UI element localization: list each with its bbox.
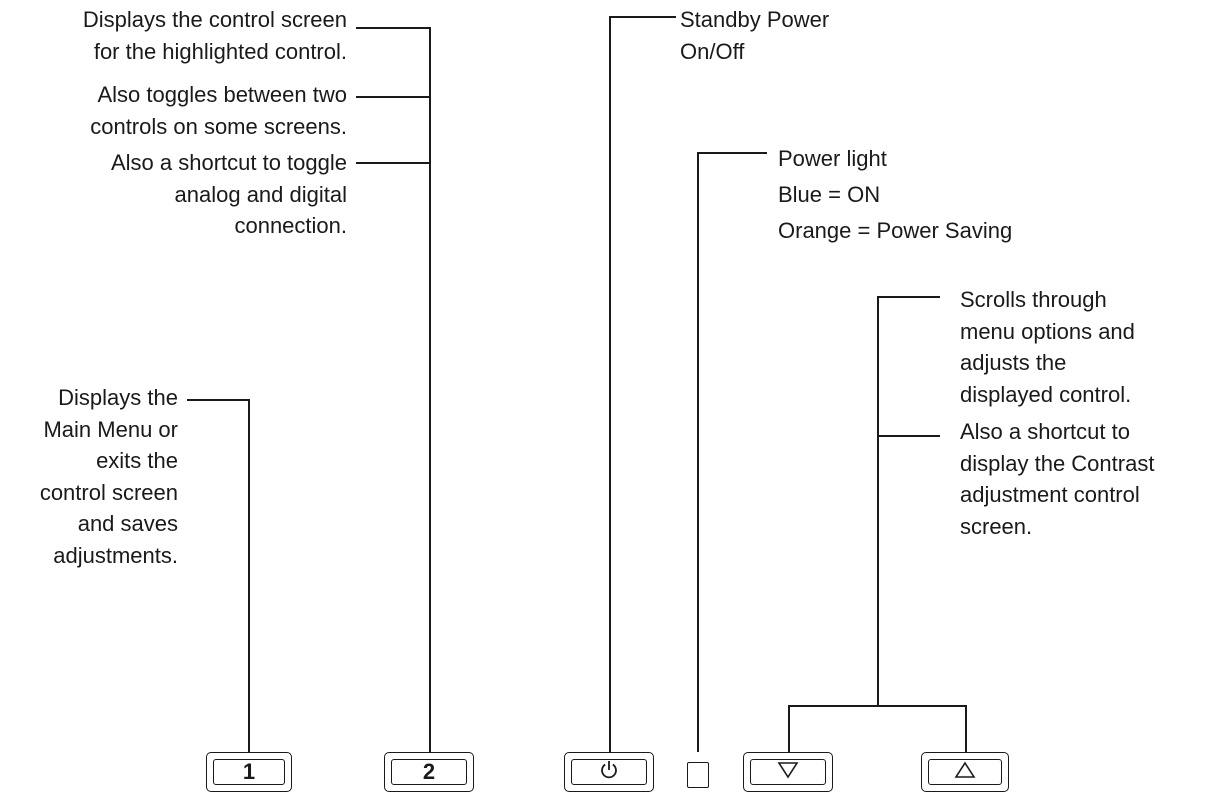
leader-line: [877, 296, 879, 706]
callout-toggle-controls: Also toggles between two controls on som…: [90, 82, 347, 139]
power-icon: [599, 759, 619, 786]
leader-line: [187, 399, 249, 401]
button-1-label: 1: [242, 759, 256, 784]
down-button[interactable]: [743, 752, 833, 792]
leader-line: [697, 152, 767, 154]
leader-line: [429, 27, 431, 752]
leader-line: [248, 399, 250, 752]
callout-scrolls: Scrolls through menu options and adjusts…: [960, 287, 1135, 407]
leader-line: [609, 16, 676, 18]
callout-main-menu: Displays the Main Menu or exits the cont…: [39, 385, 178, 568]
triangle-up-icon: [954, 761, 976, 784]
up-button[interactable]: [921, 752, 1009, 792]
leader-line: [877, 435, 940, 437]
callout-display-control: Displays the control screen for the high…: [82, 7, 347, 64]
triangle-down-icon: [777, 761, 799, 784]
leader-line: [788, 705, 790, 752]
leader-line: [609, 16, 611, 752]
callout-standby-power: Standby Power On/Off: [680, 7, 830, 64]
leader-line: [356, 27, 430, 29]
callout-toggle-connection: Also a shortcut to toggle analog and dig…: [110, 150, 347, 238]
leader-line: [356, 96, 430, 98]
leader-line: [877, 296, 940, 298]
leader-line: [965, 705, 967, 752]
callout-contrast: Also a shortcut to display the Contrast …: [960, 419, 1155, 539]
leader-line: [788, 705, 966, 707]
callout-power-light: Power light Blue = ON Orange = Power Sav…: [778, 146, 1013, 243]
button-1[interactable]: 1: [206, 752, 292, 792]
leader-line: [356, 162, 430, 164]
button-2[interactable]: 2: [384, 752, 474, 792]
power-button[interactable]: [564, 752, 654, 792]
leader-line: [697, 152, 699, 752]
button-2-label: 2: [422, 759, 436, 784]
power-light: [687, 762, 709, 788]
